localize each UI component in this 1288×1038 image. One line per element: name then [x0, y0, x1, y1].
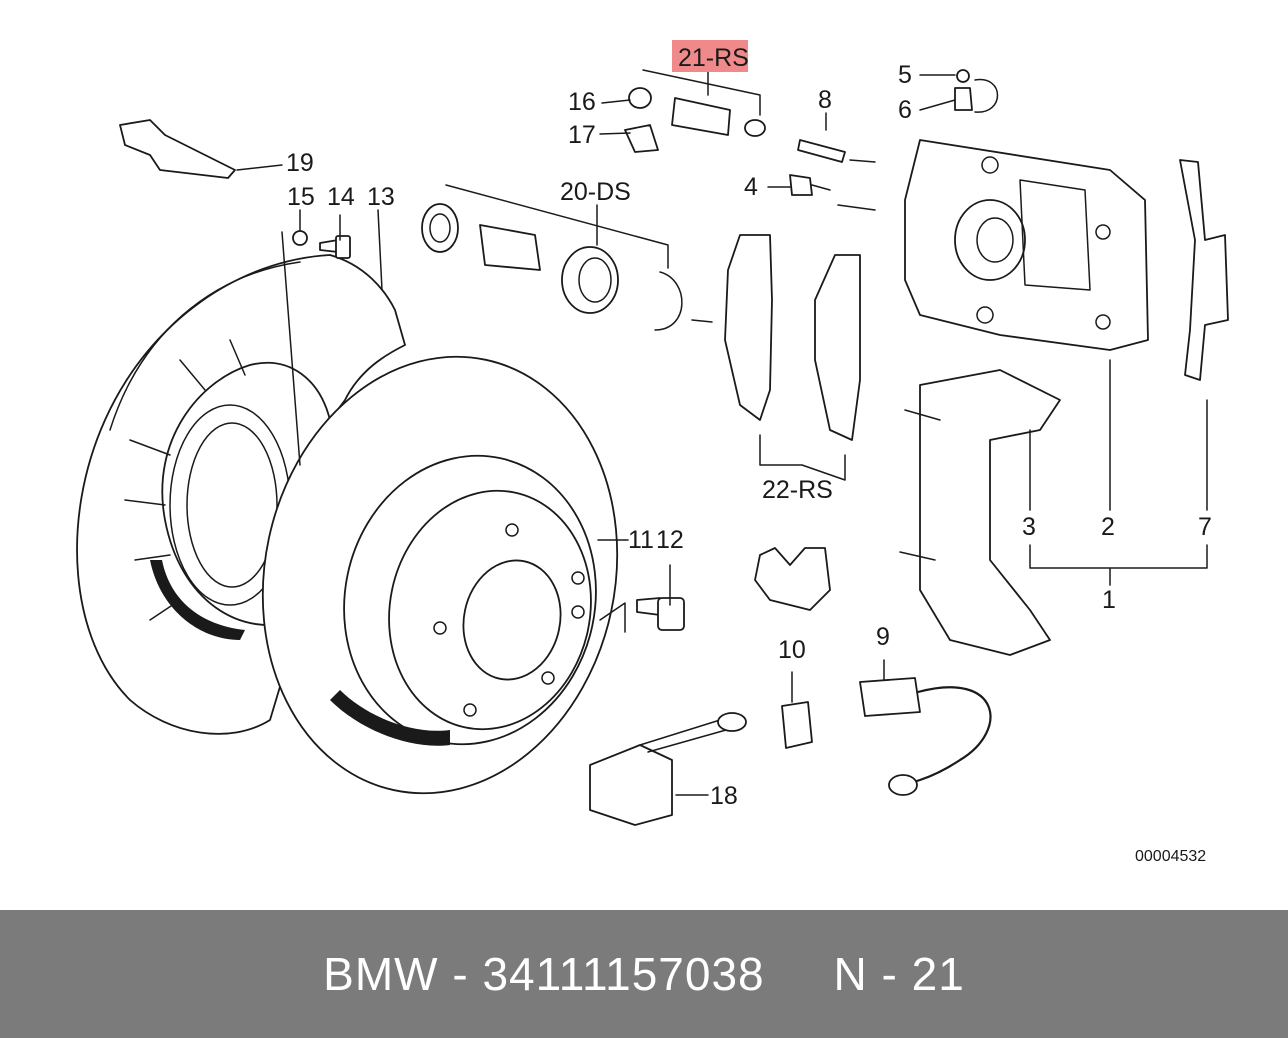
label-15: 15 [287, 183, 315, 211]
part-labels: 21-RS 16 17 8 5 6 19 4 20-DS 15 14 13 22… [286, 44, 1212, 865]
label-18: 18 [710, 782, 738, 810]
image-number: 00004532 [1135, 848, 1206, 865]
label-8: 8 [818, 86, 832, 114]
caliper-housing [904, 139, 1149, 351]
brake-parts-diagram: 21-RS 16 17 8 5 6 19 4 20-DS 15 14 13 22… [76, 40, 1229, 865]
highlight-box [672, 40, 748, 72]
piston-parts [421, 87, 846, 331]
footer-caption-text: BMW - 34111157038 N - 21 [323, 948, 965, 1000]
label-2: 2 [1101, 513, 1115, 541]
label-11: 11 [628, 526, 654, 554]
sensor-parts [754, 547, 992, 796]
label-17: 17 [568, 121, 596, 149]
label-1: 1 [1102, 586, 1116, 614]
label-12: 12 [656, 526, 684, 554]
dust-shield-drawing [76, 254, 406, 735]
label-21-rs: 21-RS [678, 44, 749, 72]
label-14: 14 [327, 183, 355, 211]
label-19: 19 [286, 149, 314, 177]
label-22-rs: 22-RS [762, 476, 833, 504]
bleeder-parts [954, 69, 999, 113]
label-13: 13 [367, 183, 395, 211]
leader-lines [236, 69, 1208, 796]
label-9: 9 [876, 623, 890, 651]
footer-caption-bar: BMW - 34111157038 N - 21 [0, 910, 1288, 1038]
label-20-ds: 20-DS [560, 178, 631, 206]
spring-clip [1179, 159, 1229, 381]
label-7: 7 [1198, 513, 1212, 541]
label-3: 3 [1022, 513, 1036, 541]
label-16: 16 [568, 88, 596, 116]
label-6: 6 [898, 96, 912, 124]
small-parts-left [119, 119, 747, 826]
label-4: 4 [744, 173, 758, 201]
label-10: 10 [778, 636, 806, 664]
brake-pads [724, 234, 861, 441]
caliper-carrier [899, 369, 1061, 656]
label-5: 5 [898, 61, 912, 89]
brake-disc-drawing [261, 355, 619, 795]
